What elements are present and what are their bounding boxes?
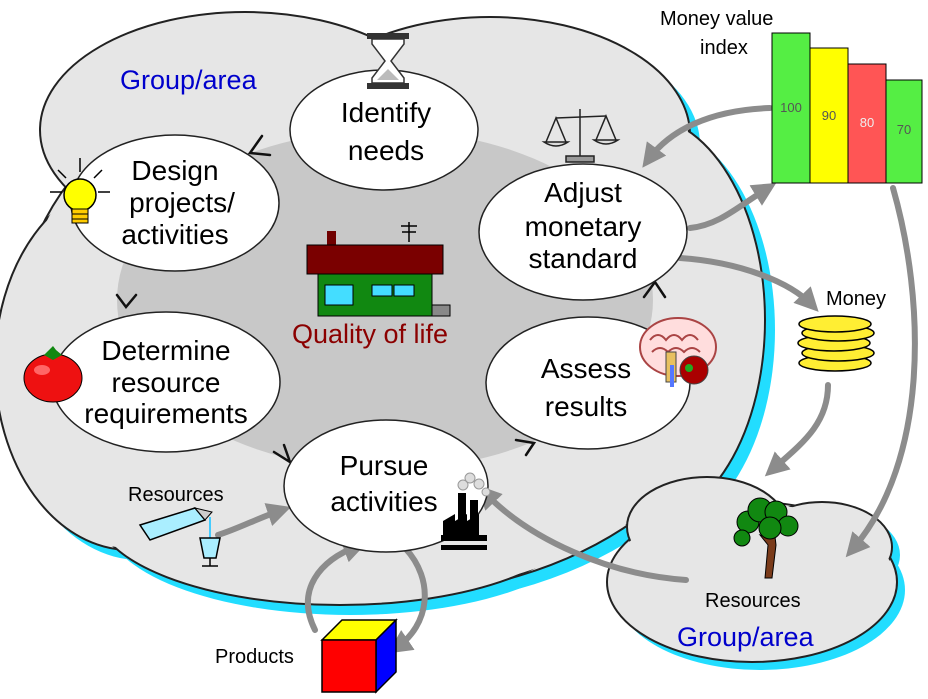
step-assess-line2: results — [545, 391, 627, 422]
water-pitcher-icon — [138, 507, 213, 545]
factory-icon — [441, 472, 491, 550]
other-area-label: Group/area — [677, 622, 815, 652]
index-value-90: 90 — [822, 108, 836, 123]
water-to-pursue-arrow — [215, 503, 292, 538]
step-pursue-line1: Pursue — [340, 450, 429, 481]
flow-arrows — [215, 105, 918, 654]
index-value-80: 80 — [860, 115, 874, 130]
step-adjust-oval — [478, 163, 688, 301]
index-bar-80 — [847, 63, 887, 184]
adjust-to-money-arrow — [677, 255, 819, 312]
step-identify-line1: Identify — [341, 97, 431, 128]
balance-scale-icon — [541, 109, 621, 163]
cycle-arrow-5 — [642, 279, 667, 299]
money-value-index-line1: Money value — [660, 8, 773, 30]
other-cloud — [606, 476, 905, 670]
quality-of-life-label: Quality of life — [292, 319, 448, 349]
resources-right-label: Resources — [705, 590, 801, 612]
money-label: Money — [826, 288, 886, 310]
products-to-pursue-arrow — [304, 539, 368, 633]
hourglass-icon — [367, 33, 409, 89]
cycle-arrow-1 — [247, 134, 272, 157]
resources-left-label: Resources — [128, 484, 224, 506]
coin-stack-icon — [797, 315, 875, 372]
resources-to-pursue-arrow — [477, 485, 689, 583]
step-design-line3: activities — [121, 219, 228, 250]
money-value-index-line2: index — [700, 37, 748, 59]
step-labels: Identify needs Design projects/ activiti… — [84, 97, 641, 517]
index-bar-90 — [809, 47, 849, 184]
money-value-index-chart: 100 90 80 70 — [771, 32, 923, 184]
step-ovals — [51, 69, 691, 553]
index-bar-70 — [885, 79, 923, 184]
product-cube-icon — [320, 618, 398, 694]
cycle-arrows — [115, 134, 667, 465]
small-labels: Money value index Money Resources Resour… — [128, 8, 886, 668]
step-identify-line2: needs — [348, 135, 424, 166]
cycle-arrow-3 — [272, 443, 293, 465]
index-bar-labels: 100 90 80 70 — [780, 100, 911, 137]
index-bar-100 — [771, 32, 811, 184]
main-area-label: Group/area — [120, 65, 258, 95]
tree-icon — [733, 497, 799, 579]
step-determine-line1: Determine — [101, 335, 230, 366]
step-pursue-line2: activities — [330, 486, 437, 517]
cycle-arrow-2 — [115, 293, 138, 310]
adjust-to-index-arrow — [687, 183, 777, 231]
tomato-icon — [23, 346, 83, 403]
products-label: Products — [215, 646, 294, 668]
step-pursue-oval — [283, 419, 489, 553]
pursue-to-products-arrow — [388, 545, 428, 654]
step-design-line1: Design — [131, 155, 218, 186]
step-assess-line1: Assess — [541, 353, 631, 384]
step-adjust-line1: Adjust — [544, 177, 622, 208]
step-determine-line3: requirements — [84, 398, 247, 429]
step-design-line2: projects/ — [129, 187, 235, 218]
step-adjust-line2: monetary — [525, 211, 642, 242]
water-glass-icon — [199, 537, 221, 567]
index-value-100: 100 — [780, 100, 802, 115]
index-to-adjust-arrow — [642, 105, 773, 168]
index-to-resources-arrow — [845, 185, 918, 558]
step-determine-line2: resource — [112, 367, 221, 398]
light-bulb-icon — [50, 158, 110, 224]
brain-icon — [639, 317, 717, 387]
cycle-arrow-4 — [514, 438, 537, 457]
step-adjust-line3: standard — [529, 243, 638, 274]
money-to-resources-arrow — [764, 382, 831, 477]
house-icon — [306, 222, 451, 317]
index-value-70: 70 — [897, 122, 911, 137]
